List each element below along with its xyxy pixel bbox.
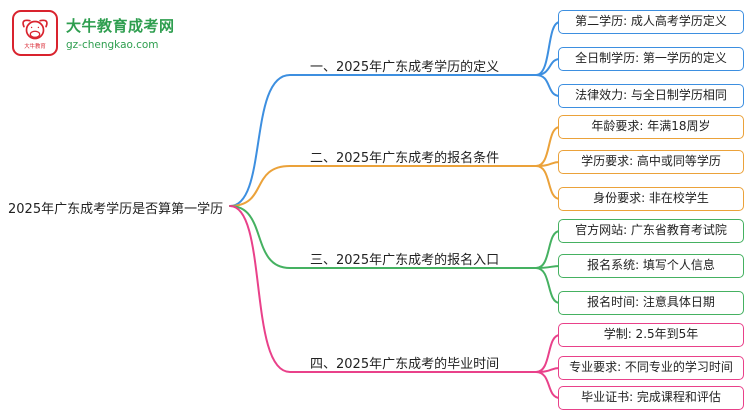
connector <box>535 371 561 399</box>
leaf-node: 学制: 2.5年到5年 <box>558 323 744 347</box>
connector <box>535 126 561 167</box>
leaf-node: 年龄要求: 年满18周岁 <box>558 115 744 139</box>
connector <box>535 265 561 269</box>
connector <box>535 334 561 373</box>
connector <box>229 205 537 373</box>
connector <box>535 230 561 269</box>
branch-1-label: 一、2025年广东成考学历的定义 <box>310 60 500 75</box>
site-logo: 大牛教育 大牛教育成考网 gz-chengkao.com <box>12 10 175 56</box>
leaf-node: 毕业证书: 完成课程和评估 <box>558 386 744 410</box>
connector <box>535 74 561 97</box>
leaf-node: 全日制学历: 第一学历的定义 <box>558 47 744 71</box>
connector <box>535 58 561 76</box>
root-topic: 2025年广东成考学历是否算第一学历 <box>8 202 224 217</box>
leaf-node: 法律效力: 与全日制学历相同 <box>558 84 744 108</box>
leaf-node: 报名时间: 注意具体日期 <box>558 291 744 315</box>
logo-badge-caption: 大牛教育 <box>24 43 46 50</box>
bull-logo-icon: 大牛教育 <box>12 10 58 56</box>
leaf-node: 身份要求: 非在校学生 <box>558 187 744 211</box>
site-url: gz-chengkao.com <box>66 39 159 51</box>
leaf-node: 第二学历: 成人高考学历定义 <box>558 10 744 34</box>
branch-3-label: 三、2025年广东成考的报名入口 <box>310 253 500 268</box>
connector <box>229 74 537 207</box>
connector <box>535 165 561 200</box>
branch-2-label: 二、2025年广东成考的报名条件 <box>310 151 500 166</box>
connector <box>535 21 561 76</box>
leaf-node: 学历要求: 高中或同等学历 <box>558 150 744 174</box>
connector <box>535 161 561 167</box>
leaf-node: 专业要求: 不同专业的学习时间 <box>558 356 744 380</box>
bull-head-graphic <box>22 19 48 40</box>
leaf-node: 报名系统: 填写个人信息 <box>558 254 744 278</box>
connector <box>229 165 537 207</box>
connector <box>535 367 561 373</box>
connector <box>535 267 561 304</box>
branch-4-label: 四、2025年广东成考的毕业时间 <box>310 357 500 372</box>
site-name: 大牛教育成考网 <box>66 17 175 35</box>
leaf-node: 官方网站: 广东省教育考试院 <box>558 219 744 243</box>
